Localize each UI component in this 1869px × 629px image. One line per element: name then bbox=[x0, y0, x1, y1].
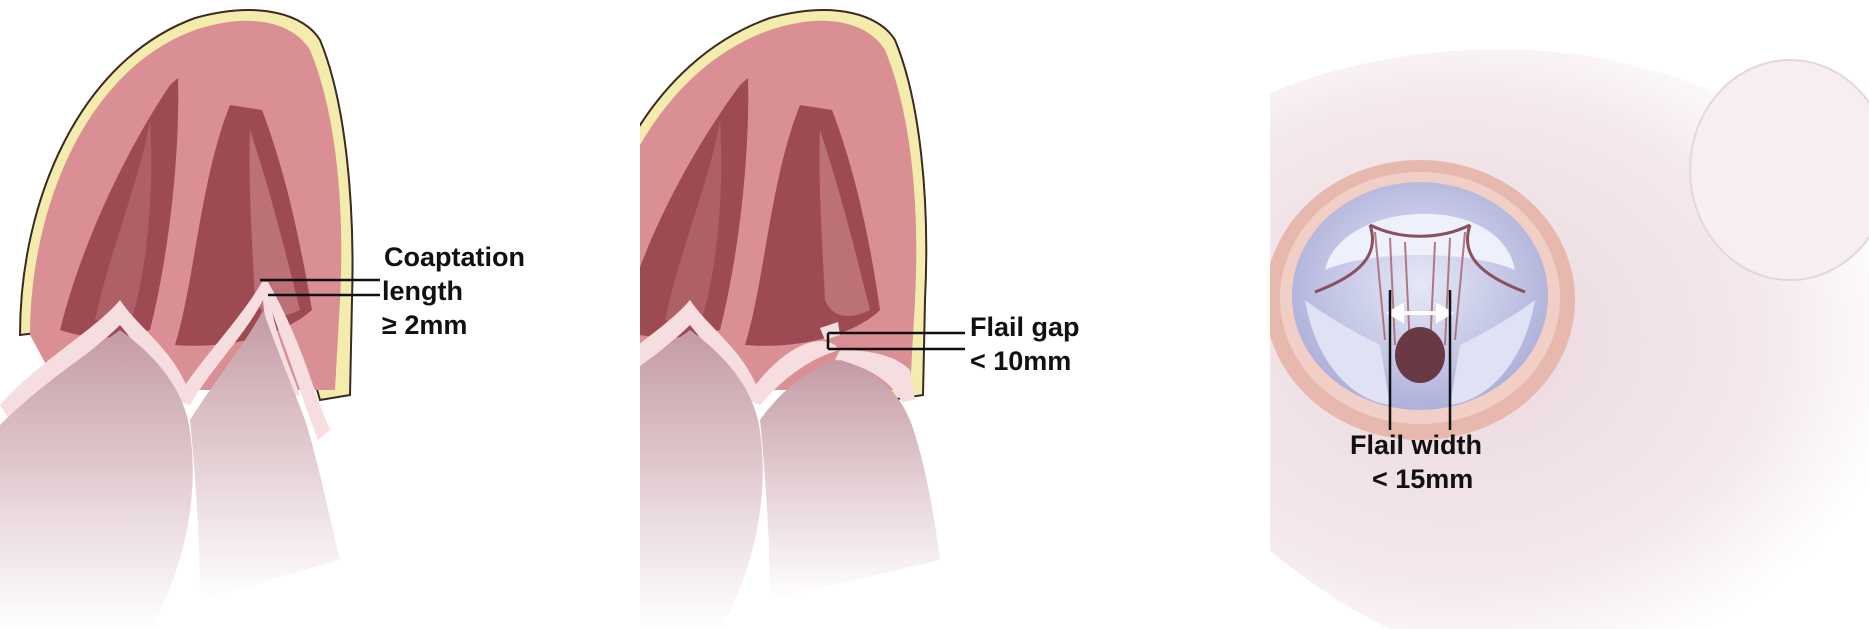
flail-gap-label-line1: Flail gap bbox=[970, 314, 1080, 341]
flail-segment bbox=[1395, 327, 1445, 383]
heart-longitudinal-illustration-2 bbox=[640, 0, 1270, 629]
coaptation-label-line2: length bbox=[382, 278, 463, 305]
left-atrium bbox=[0, 330, 193, 629]
flail-width-label-line1: Flail width bbox=[1350, 432, 1482, 459]
flail-gap-panel: Flail gap < 10mm bbox=[640, 0, 1270, 629]
flail-gap-label-line2: < 10mm bbox=[970, 348, 1071, 375]
valve-short-axis-illustration bbox=[1270, 0, 1869, 629]
flail-width-panel: Flail width < 15mm bbox=[1270, 0, 1869, 629]
coaptation-label-line1: Coaptation bbox=[384, 244, 525, 271]
flail-width-label-line2: < 15mm bbox=[1372, 466, 1473, 493]
coaptation-length-panel: Coaptation length ≥ 2mm bbox=[0, 0, 640, 629]
coaptation-label-line3: ≥ 2mm bbox=[382, 312, 467, 339]
heart-longitudinal-illustration-1 bbox=[0, 0, 640, 629]
